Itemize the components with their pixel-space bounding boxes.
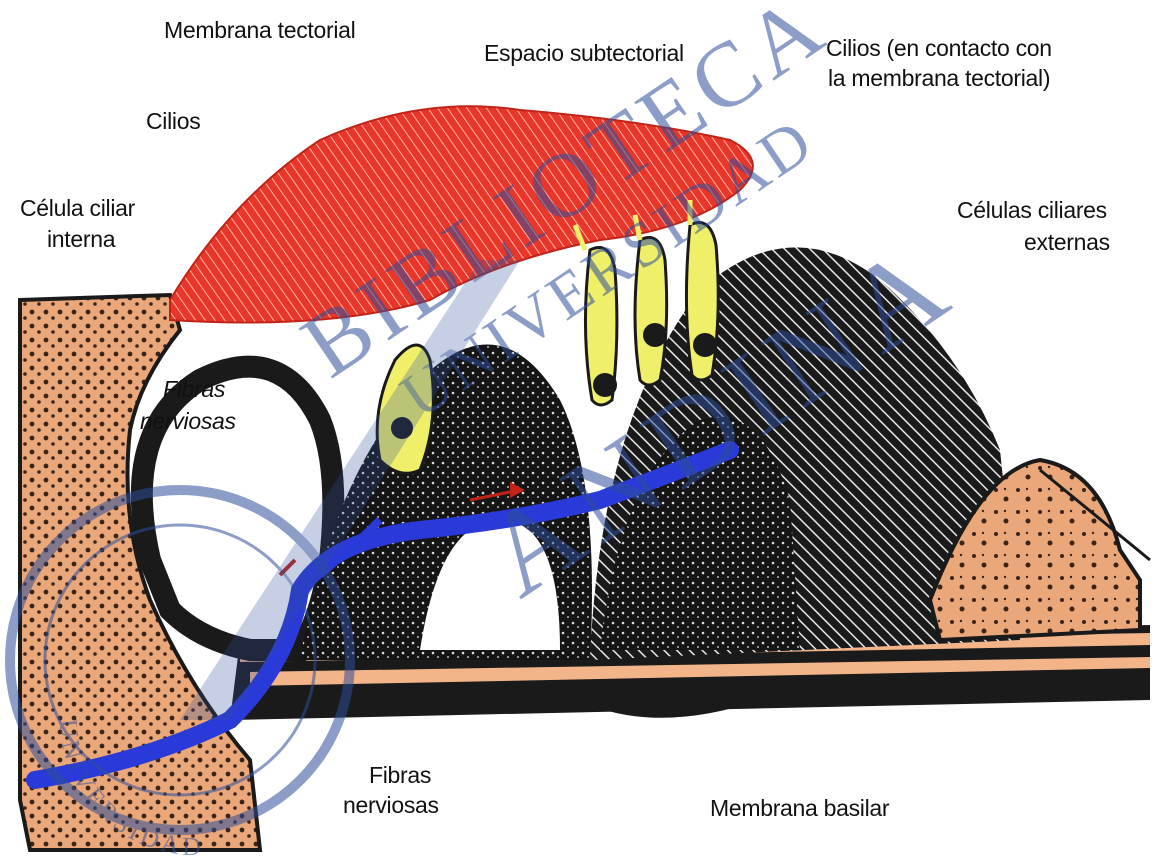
label-fibras-lower-1: Fibras bbox=[369, 760, 431, 790]
label-celulas-externas-1: Células ciliares bbox=[957, 195, 1107, 225]
label-membrana-tectorial: Membrana tectorial bbox=[164, 15, 355, 45]
label-espacio-subtectorial: Espacio subtectorial bbox=[484, 38, 684, 68]
label-celulas-externas-2: externas bbox=[1024, 227, 1110, 257]
label-cilios: Cilios bbox=[146, 106, 200, 136]
label-cilios-contacto-2: la membrana tectorial) bbox=[828, 63, 1050, 93]
label-celula-interna-1: Célula ciliar bbox=[20, 193, 135, 223]
label-fibras-upper-2: nerviosas bbox=[140, 406, 236, 436]
label-fibras-upper-1: Fibras bbox=[163, 374, 225, 404]
label-fibras-lower-2: nerviosas bbox=[343, 790, 439, 820]
label-membrana-basilar: Membrana basilar bbox=[710, 793, 889, 823]
label-cilios-contacto-1: Cilios (en contacto con bbox=[826, 33, 1052, 63]
label-celula-interna-2: interna bbox=[47, 224, 115, 254]
